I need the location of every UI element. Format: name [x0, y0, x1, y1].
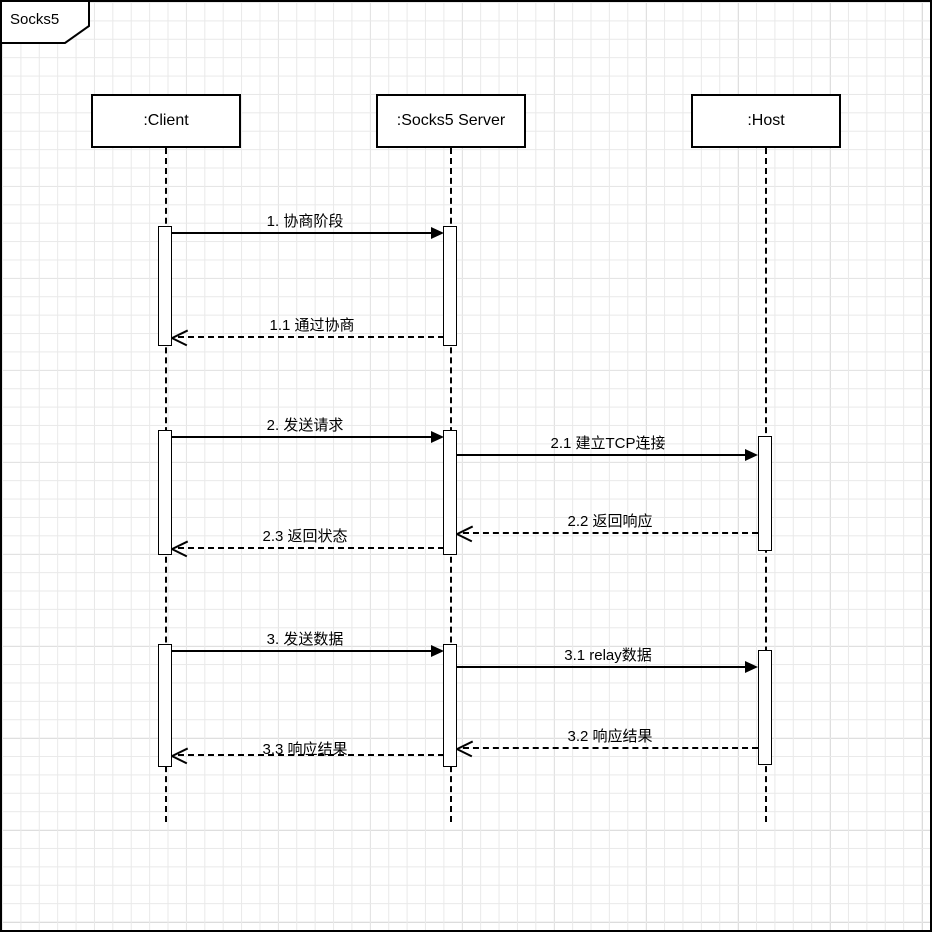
message-line-3-1	[457, 666, 745, 668]
message-line-1	[172, 232, 437, 234]
message-line-3	[172, 650, 437, 652]
actor-box-socks5-server[interactable]: :Socks5 Server	[376, 94, 526, 148]
actor-label-client: :Client	[143, 112, 189, 129]
actor-box-host[interactable]: :Host	[691, 94, 841, 148]
message-line-2-1	[457, 454, 745, 456]
message-label-3-1: 3.1 relay数据	[564, 647, 652, 664]
message-label-2-1: 2.1 建立TCP连接	[550, 435, 666, 452]
message-label-3-3: 3.3 响应结果	[262, 741, 348, 758]
message-arrowhead-1-1	[172, 329, 188, 345]
message-arrowhead-2-2	[457, 525, 473, 541]
activation-bar-server-3	[443, 644, 457, 767]
message-arrowhead-2	[431, 431, 444, 443]
actor-label-socks5-server: :Socks5 Server	[396, 112, 506, 129]
message-line-2	[172, 436, 437, 438]
message-label-3-2: 3.2 响应结果	[567, 728, 653, 745]
message-arrowhead-2-3	[172, 540, 188, 556]
activation-bar-client-3	[158, 644, 172, 767]
message-label-2-3: 2.3 返回状态	[262, 528, 348, 545]
message-line-3-2	[463, 747, 758, 749]
message-line-2-2	[463, 532, 758, 534]
activation-bar-host-3	[758, 650, 772, 765]
activation-bar-client-2	[158, 430, 172, 555]
message-line-3-3	[178, 754, 444, 756]
message-arrowhead-3-2	[457, 740, 473, 756]
message-label-2-2: 2.2 返回响应	[567, 513, 653, 530]
actor-box-client[interactable]: :Client	[91, 94, 241, 148]
message-arrowhead-3-3	[172, 747, 188, 763]
message-label-1-1: 1.1 通过协商	[269, 317, 355, 334]
message-label-3: 3. 发送数据	[266, 631, 344, 648]
message-arrowhead-3-1	[745, 661, 758, 673]
message-line-2-3	[178, 547, 444, 549]
message-line-1-1	[178, 336, 444, 338]
message-arrowhead-1	[431, 227, 444, 239]
activation-bar-host-2	[758, 436, 772, 551]
message-label-1: 1. 协商阶段	[266, 213, 344, 230]
message-label-2: 2. 发送请求	[266, 417, 344, 434]
activation-bar-server-2	[443, 430, 457, 555]
diagram-frame-tab-outline	[0, 0, 90, 44]
message-arrowhead-3	[431, 645, 444, 657]
message-arrowhead-2-1	[745, 449, 758, 461]
frame-label: Socks5	[10, 11, 60, 28]
actor-label-host: :Host	[747, 112, 785, 129]
activation-bar-server-1	[443, 226, 457, 346]
activation-bar-client-1	[158, 226, 172, 346]
